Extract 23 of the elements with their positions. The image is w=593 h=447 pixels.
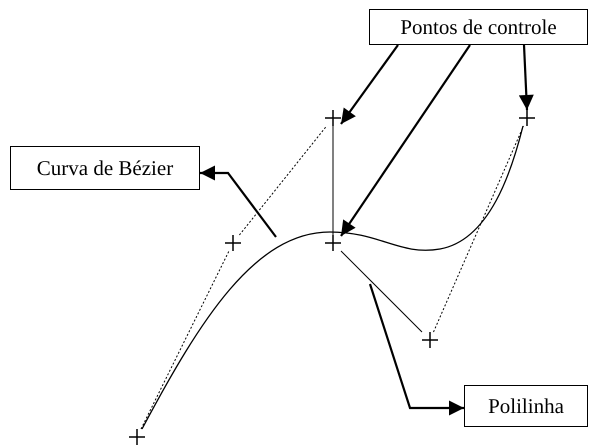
cross-marker [519,110,535,126]
cross-marker [422,332,438,348]
cross-marker [225,235,241,251]
leader-arrow [200,166,277,238]
cross-marker [129,429,145,445]
label-box [464,385,588,427]
leader-arrow [518,44,534,110]
cross-marker [325,110,341,126]
leader-arrow [340,44,399,125]
cross-marker [325,235,341,251]
label-box [10,146,200,190]
label-text: Curva de Bézier [36,156,174,180]
polyline-segment [332,126,334,236]
dotted-polyline-segment [238,126,328,236]
bezier-curve [141,126,524,430]
label-text: Pontos de controle [400,14,557,40]
dotted-polyline-segment [433,126,524,332]
polyline-segment [340,250,422,332]
dotted-polyline-segment [140,250,230,430]
label-text: Polilinha [488,394,564,418]
leader-arrow [340,44,471,237]
label-box [369,9,588,45]
leader-arrow [368,284,464,416]
